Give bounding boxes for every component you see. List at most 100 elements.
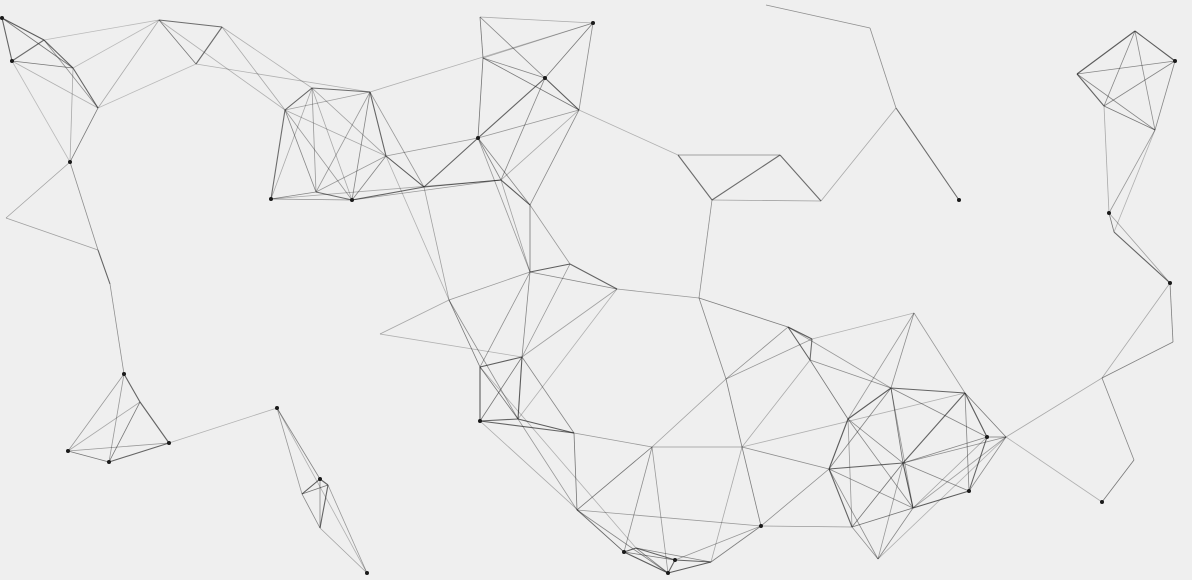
- mesh-node-f10: [666, 571, 670, 575]
- mesh-edge-d4-d5: [379, 299, 450, 335]
- mesh-edge-g3-g5: [890, 387, 988, 438]
- mesh-edge-e2-e4: [779, 154, 822, 202]
- mesh-edge-f9-f10: [635, 547, 669, 574]
- mesh-edge-g6-h1: [1005, 377, 1103, 438]
- mesh-node-b2: [318, 477, 322, 481]
- mesh-edge-d1-d2: [529, 263, 571, 273]
- mesh-edge-g7-g8: [828, 462, 904, 470]
- mesh-edge-g2-g10: [847, 418, 914, 509]
- mesh-edge-d1-d4: [448, 271, 531, 301]
- mesh-edge-g8-g4: [902, 392, 966, 464]
- mesh-edge-f1-f10: [651, 446, 669, 574]
- mesh-edge-f8-f9: [623, 547, 637, 553]
- mesh-node-c6: [350, 198, 354, 202]
- mesh-edge-c14-c10: [500, 77, 546, 181]
- mesh-edge-h9-h10: [1076, 73, 1105, 107]
- mesh-edge-f2-g7: [741, 446, 830, 470]
- mesh-edges: [1, 4, 1176, 574]
- mesh-edge-g10-g12: [877, 507, 914, 560]
- mesh-edge-d7-d10: [521, 356, 575, 434]
- mesh-edge-f1-f8: [623, 446, 653, 553]
- mesh-edge-g2-g11: [847, 418, 853, 528]
- mesh-edge-c4-c9: [385, 137, 479, 157]
- mesh-edge-f5-f6: [809, 338, 813, 361]
- mesh-edge-h5-h7: [1108, 212, 1171, 284]
- mesh-edge-c12-c13: [482, 22, 594, 59]
- mesh-edge-a4-a5: [72, 67, 99, 109]
- mesh-edge-e5-e6: [869, 27, 897, 109]
- mesh-edge-d11-f7: [576, 509, 762, 527]
- mesh-edge-h6-h8: [1113, 129, 1156, 233]
- mesh-node-f8: [622, 550, 626, 554]
- mesh-edge-c4-c6: [351, 155, 387, 201]
- mesh-edge-a1-a2: [1, 17, 45, 41]
- mesh-edge-d9-d10: [517, 418, 575, 434]
- mesh-edge-c10-d1: [500, 179, 531, 273]
- mesh-edge-e6-e7: [765, 4, 871, 29]
- mesh-edge-c1-c7: [284, 109, 317, 193]
- mesh-node-c12: [591, 21, 595, 25]
- mesh-edge-a6-c1: [158, 19, 286, 111]
- mesh-node-c9: [476, 136, 480, 140]
- mesh-edge-f6-f2: [741, 359, 811, 448]
- mesh-edge-f10-f11: [667, 559, 676, 574]
- mesh-edge-b1-b6: [276, 407, 368, 574]
- mesh-edge-c2-c4: [311, 87, 387, 157]
- mesh-edge-a6-a8: [158, 19, 197, 65]
- mesh-node-c8: [269, 197, 273, 201]
- mesh-edge-c5-c6: [351, 186, 425, 201]
- mesh-edge-c6-c7: [315, 191, 353, 201]
- mesh-edge-c1-c3: [284, 91, 371, 111]
- mesh-edge-d9-d11: [517, 418, 578, 511]
- mesh-edge-d5-d7: [379, 333, 523, 358]
- mesh-node-h7: [1107, 211, 1111, 215]
- mesh-edge-a16-a17: [108, 442, 170, 463]
- mesh-node-a17: [167, 441, 171, 445]
- mesh-edge-a7-a8: [195, 26, 223, 65]
- mesh-edge-g6-h3: [1005, 436, 1103, 503]
- mesh-edge-c8-c2: [270, 87, 313, 200]
- mesh-edge-g9-g10: [912, 490, 970, 509]
- mesh-edge-f6-g2: [809, 359, 849, 420]
- mesh-edge-c4-d4: [385, 155, 450, 301]
- mesh-edge-e3-e9: [698, 199, 713, 299]
- mesh-edge-c11-c14: [479, 16, 546, 79]
- mesh-edge-c4-c7: [315, 155, 387, 193]
- mesh-edge-c12-c14: [544, 22, 594, 79]
- mesh-edge-c2-c3: [311, 87, 371, 93]
- mesh-edge-c3-c12: [369, 22, 594, 93]
- mesh-node-a13: [122, 372, 126, 376]
- mesh-edge-h7-h8: [1108, 129, 1156, 214]
- mesh-edge-f3-f4: [725, 326, 789, 380]
- mesh-edge-c5-c10: [423, 179, 502, 188]
- mesh-node-h3: [1100, 500, 1104, 504]
- mesh-edge-f10-f12: [667, 561, 712, 574]
- mesh-edge-g1-g2: [847, 312, 915, 420]
- mesh-edge-h1-h2: [1101, 377, 1135, 461]
- mesh-edge-c3-c4: [369, 91, 387, 157]
- mesh-edge-c9-d1: [477, 137, 531, 273]
- mesh-edge-d4-d9: [448, 299, 519, 420]
- mesh-edge-a2-a3: [11, 39, 45, 62]
- mesh-edge-a4-a9: [69, 67, 74, 163]
- mesh-edge-c15-c16: [529, 109, 580, 206]
- mesh-edge-a5-a8: [97, 63, 197, 109]
- mesh-edge-d7-d9: [517, 356, 523, 420]
- mesh-node-a9: [68, 160, 72, 164]
- mesh-edge-c4-c5: [385, 155, 425, 188]
- mesh-edge-g2-g3: [847, 387, 892, 420]
- mesh-edge-a6-a7: [158, 19, 223, 28]
- mesh-edge-f2-f12: [710, 446, 743, 563]
- mesh-edge-a2-a6: [43, 19, 160, 41]
- mesh-edge-a15-a14: [67, 401, 141, 452]
- mesh-edge-e1-e3: [677, 154, 713, 201]
- mesh-edge-d2-d3: [569, 263, 618, 290]
- mesh-edge-h1-h4: [1101, 341, 1174, 379]
- mesh-node-d8: [478, 419, 482, 423]
- mesh-edge-a9-a10: [5, 161, 71, 219]
- mesh-edge-g7-g10: [828, 468, 914, 509]
- mesh-edge-d7-d8: [479, 356, 523, 422]
- mesh-edge-a13-a16: [108, 373, 125, 463]
- mesh-edge-b4-b6: [327, 484, 368, 574]
- mesh-edge-a15-a16: [67, 450, 110, 463]
